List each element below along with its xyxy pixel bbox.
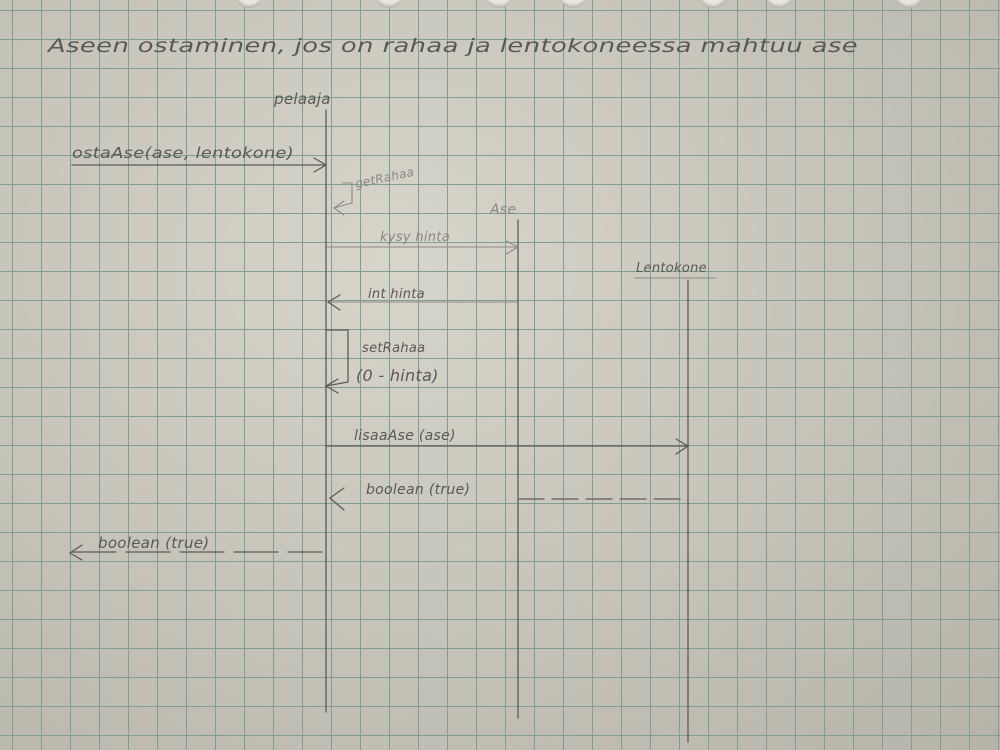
arrowhead-icon [675,438,690,455]
participant-pelaaja: pelaaja [273,90,331,108]
diagram-title: Aseen ostaminen, jos on rahaa ja lentoko… [45,35,858,57]
binder-hole [236,0,262,8]
arrowhead-icon [505,240,520,255]
binder-hole [766,0,792,8]
arrowhead-icon [326,294,341,311]
message-set-rahaa-args: (0 - hinta) [356,366,439,385]
message-get-rahaa-label: getRahaa [354,165,416,191]
arrowhead-icon [68,544,83,561]
message-osta-ase-label: ostaAse(ase, lentokone) [72,144,294,162]
message-set-rahaa-label: setRahaa [362,341,425,356]
arrowhead-icon [333,200,345,216]
arrowhead-icon [328,487,345,511]
participant-ase: Ase [489,202,516,218]
binder-hole [376,0,402,8]
arrowhead-icon [313,157,328,173]
message-get-rahaa-arrow [333,182,353,209]
message-kysy-hinta-label: kysy hinta [380,230,450,245]
message-lisaa-ase-label: lisaaAse (ase) [354,428,456,444]
binder-hole [486,0,512,8]
arrowhead-icon [324,378,339,394]
message-return-lentokone-label: boolean (true) [366,482,470,498]
message-return-final-label: boolean (true) [98,534,209,552]
message-set-rahaa-arrow [325,329,349,387]
message-int-hinta-label: int hinta [368,287,425,302]
binder-hole [560,0,586,8]
binder-hole [896,0,922,8]
binder-hole [700,0,726,8]
participant-lentokone: Lentokone [636,261,707,276]
